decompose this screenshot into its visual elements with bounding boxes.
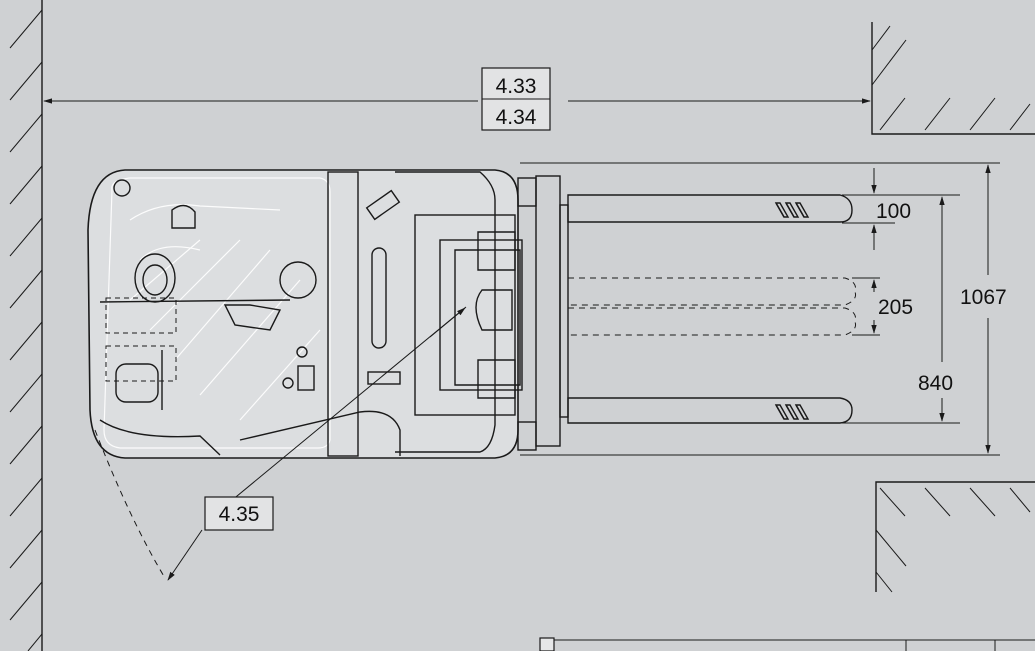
fork-width-dimension: 205	[852, 277, 913, 336]
fork-width-label: 205	[878, 296, 913, 319]
fork-spread-label: 840	[918, 372, 953, 395]
turning-radius-dimension: 4.35	[94, 306, 467, 581]
upper-rack	[871, 22, 1035, 135]
overall-width-label: 1067	[960, 286, 1007, 309]
adjacent-truck-edge	[539, 637, 1035, 651]
left-wall	[9, 0, 43, 651]
fork-thickness-dimension: 100	[842, 168, 960, 250]
forks	[567, 194, 856, 424]
lower-rack	[875, 481, 1035, 593]
overall-width-dimension: 1067	[520, 162, 1007, 456]
turning-aisle-label: 4.33	[496, 75, 537, 98]
forklift-top-view	[87, 169, 569, 459]
fork-thickness-label: 100	[876, 200, 911, 223]
fork-spread-dimension: 840	[842, 196, 960, 424]
aisle-width-label: 4.34	[496, 106, 537, 129]
aisle-dimension: 4.33 4.34	[43, 67, 871, 131]
turning-radius-label: 4.35	[219, 503, 260, 526]
